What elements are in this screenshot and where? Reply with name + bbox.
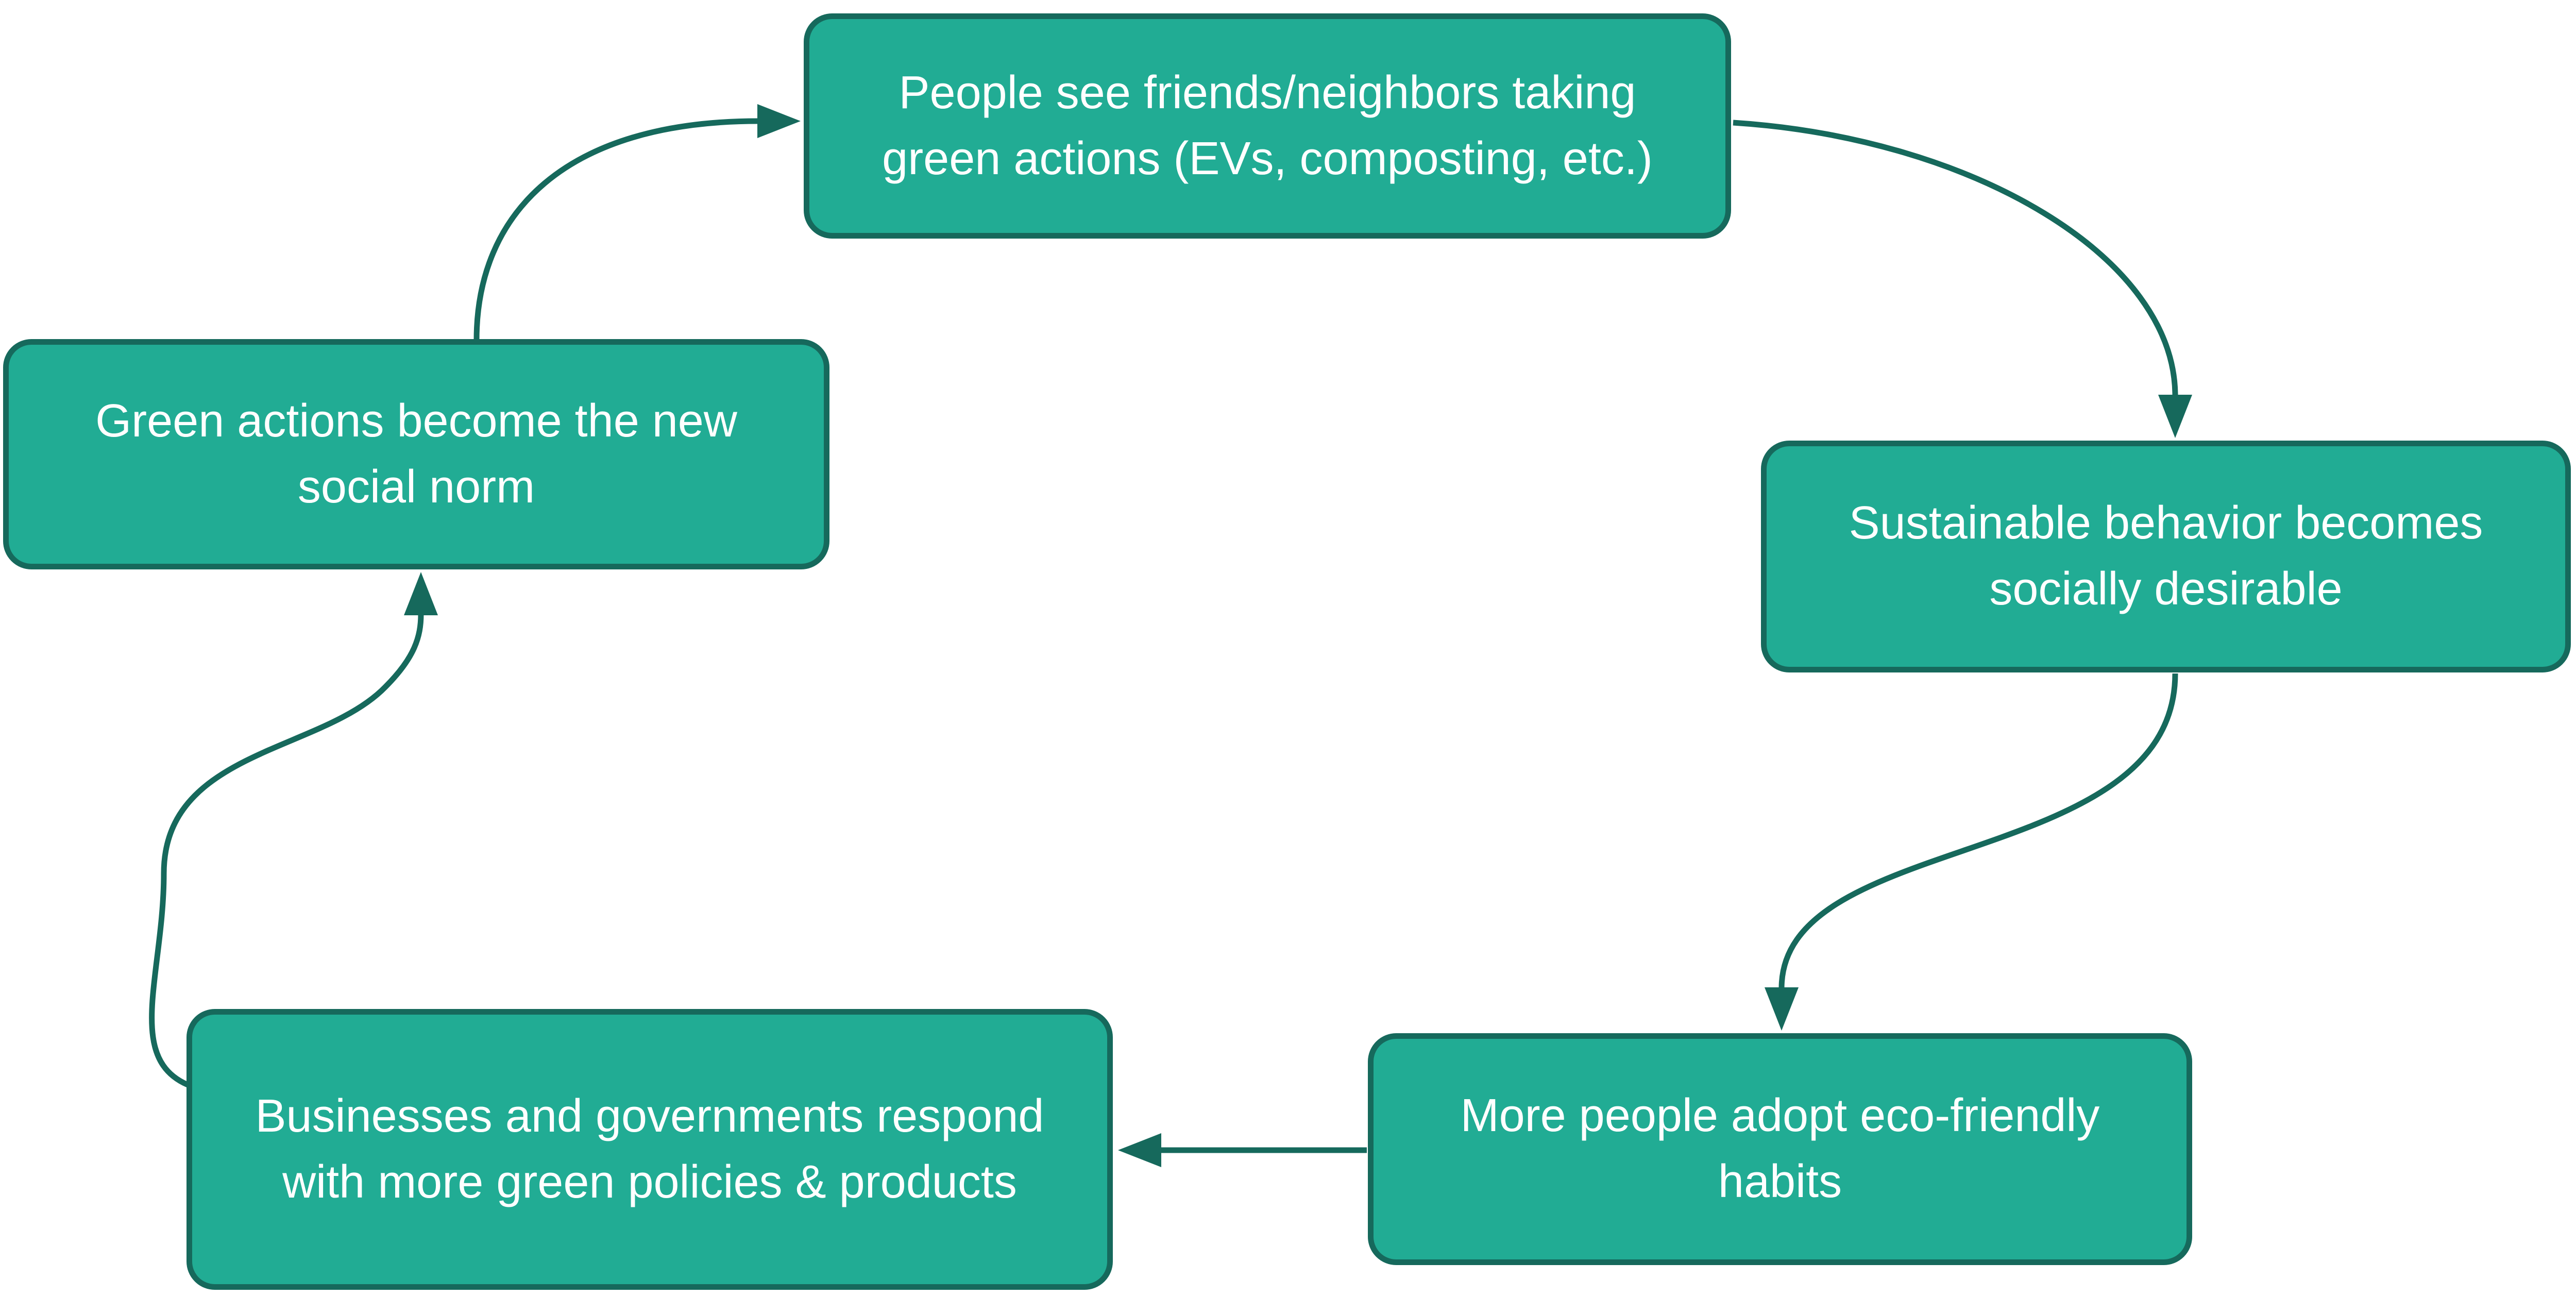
node-biz-gov-respond: Businesses and governments respond with … bbox=[187, 1009, 1113, 1290]
node-new-social-norm-label: Green actions become the new social norm bbox=[95, 395, 737, 513]
edge-norm-to-see-arrow bbox=[473, 104, 801, 341]
edge-desirable-to-adopt-arrow bbox=[1765, 673, 2178, 1031]
node-socially-desirable: Sustainable behavior becomes socially de… bbox=[1761, 441, 2571, 672]
node-see-green-actions: People see friends/neighbors taking gree… bbox=[804, 13, 1731, 239]
node-adopt-habits: More people adopt eco-friendly habits bbox=[1368, 1033, 2192, 1265]
node-new-social-norm: Green actions become the new social norm bbox=[3, 339, 829, 569]
node-socially-desirable-label: Sustainable behavior becomes socially de… bbox=[1849, 497, 2483, 615]
node-adopt-habits-label: More people adopt eco-friendly habits bbox=[1460, 1090, 2100, 1207]
node-see-green-actions-label: People see friends/neighbors taking gree… bbox=[882, 66, 1653, 184]
node-biz-gov-respond-label: Businesses and governments respond with … bbox=[255, 1090, 1044, 1208]
edge-see-to-desirable-arrow bbox=[1733, 120, 2192, 438]
